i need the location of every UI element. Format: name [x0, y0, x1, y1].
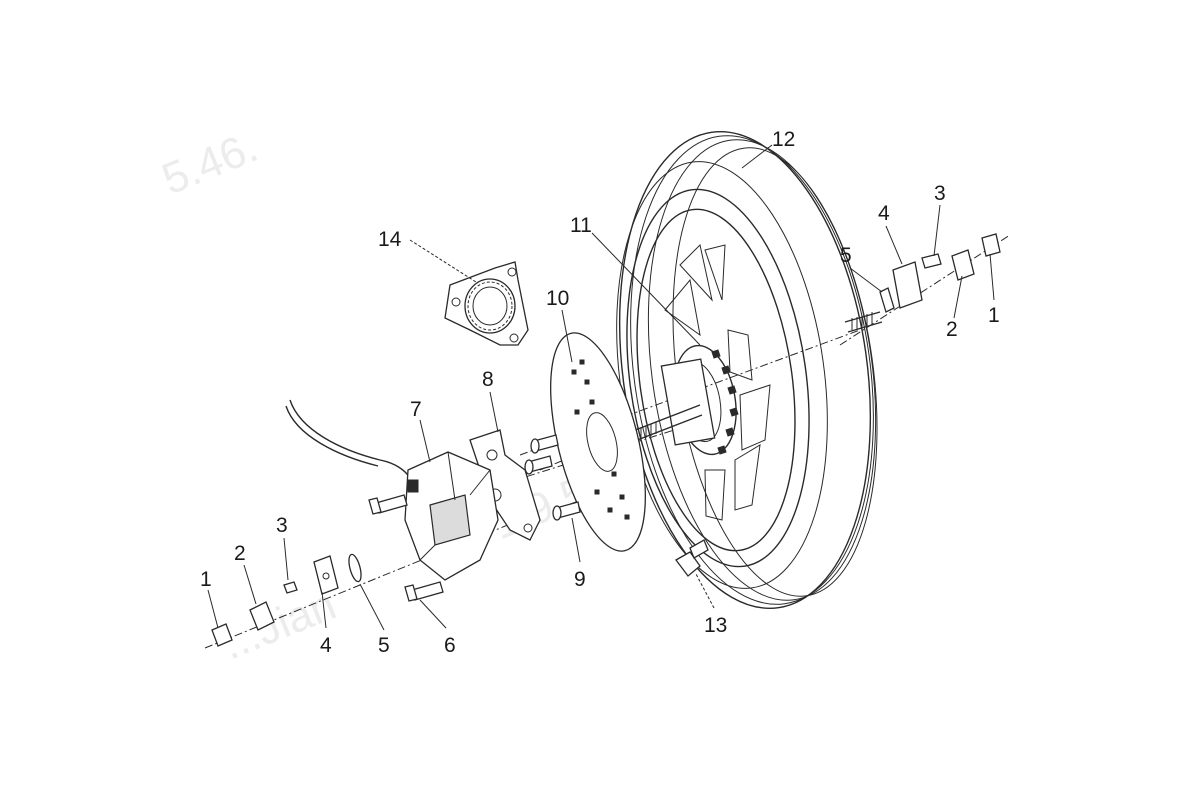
left-nut-1 [211, 623, 233, 647]
callout-1-right: 1 [988, 304, 1000, 327]
right-spacer-2 [951, 249, 975, 281]
callout-14: 14 [378, 228, 402, 251]
callout-5-right: 5 [840, 244, 852, 267]
bolt-middle-head [524, 459, 534, 475]
brake-disc [550, 332, 646, 552]
bracket-hole-1 [486, 449, 498, 461]
left-plate-4-hole [322, 572, 330, 580]
leader-1-right [989, 253, 995, 301]
tone-ring-inner [472, 286, 508, 326]
callout-2-left: 2 [234, 542, 246, 565]
disc-bolts [524, 434, 581, 521]
leader-10 [561, 309, 573, 363]
leader-1-left [207, 589, 219, 629]
leader-5-right [849, 267, 883, 293]
left-spacer-2 [249, 601, 275, 631]
bracket-hole-3 [523, 523, 533, 533]
right-washer-5 [879, 287, 895, 313]
valve-cap [689, 539, 709, 559]
right-nut-1 [981, 233, 1001, 257]
brake-hose-edge [285, 405, 379, 467]
valve [675, 539, 709, 577]
callout-8: 8 [482, 368, 494, 391]
abs-tone-ring [444, 261, 529, 346]
callout-9: 9 [574, 568, 586, 591]
left-plate-4 [313, 555, 339, 595]
tone-ring-slots [467, 281, 513, 331]
callout-3-right: 3 [934, 182, 946, 205]
leader-12 [741, 144, 773, 169]
brake-caliper [285, 399, 499, 581]
callout-6: 6 [444, 634, 456, 657]
leader-9 [571, 517, 581, 563]
caliper-edges [419, 451, 491, 561]
tire-groove-1 [630, 135, 874, 605]
tone-ring-hole-3 [509, 333, 519, 343]
leader-4-right [885, 225, 903, 265]
callout-11: 11 [570, 214, 592, 237]
tone-ring-hole-2 [507, 267, 517, 277]
leader-11 [591, 232, 701, 346]
callout-3-left: 3 [276, 514, 288, 537]
leader-2-right [953, 275, 963, 319]
rim-spoke-right [727, 329, 753, 381]
leader-7 [419, 419, 431, 463]
right-axle-parts [879, 233, 1001, 313]
tire-outer [618, 131, 872, 609]
leader-lines [207, 144, 995, 631]
axle-left [629, 404, 703, 443]
tire-groove-2 [647, 139, 877, 601]
caliper-bolt-lower-head [404, 584, 418, 602]
right-bolt-3 [921, 253, 942, 269]
leader-3-right [933, 204, 941, 257]
caliper-piston-window [429, 494, 471, 546]
rim-outer [626, 188, 810, 568]
axle-right-threads [851, 312, 873, 330]
hub-body [660, 358, 716, 446]
caliper-bolts [368, 494, 444, 602]
hub-teeth [711, 349, 739, 455]
callout-5-left: 5 [378, 634, 390, 657]
callout-10: 10 [546, 287, 569, 310]
leader-3-left [283, 537, 289, 581]
leader-14 [409, 239, 477, 283]
caliper-bolt-upper-head [368, 497, 382, 515]
bolt-lower-head [552, 505, 562, 521]
callout-labels: 1 2 3 4 5 6 7 8 9 10 11 12 13 14 1 2 3 4… [200, 128, 1000, 657]
disc-holes [571, 359, 630, 520]
wheel-rim [626, 188, 810, 568]
callout-13: 13 [704, 614, 727, 637]
brake-hose [289, 399, 411, 479]
watermark-text-1: 5.46. [155, 122, 264, 204]
callout-7: 7 [410, 398, 422, 421]
left-washer-5 [348, 553, 362, 583]
callout-4-right: 4 [878, 202, 890, 225]
bolt-upper-head [530, 438, 540, 454]
callout-2-right: 2 [946, 318, 958, 341]
callout-12: 12 [772, 128, 795, 151]
leader-5-left [359, 583, 385, 631]
right-plate-4 [892, 261, 923, 309]
left-axle-parts [211, 553, 362, 647]
callout-1-left: 1 [200, 568, 212, 591]
leader-8 [489, 391, 499, 433]
rim-spokes-upper [664, 243, 726, 337]
leader-13 [695, 573, 715, 609]
tone-ring-hole-1 [451, 297, 461, 307]
leader-6 [419, 599, 447, 629]
rim-spokes-lower [704, 384, 771, 521]
caliper-fitting [407, 479, 419, 493]
disc-center-hole [586, 412, 618, 472]
left-bolt-3 [283, 581, 298, 594]
leader-4-left [321, 591, 327, 629]
leader-2-left [243, 564, 257, 605]
rim-inner [636, 208, 796, 552]
callout-4-left: 4 [320, 634, 332, 657]
